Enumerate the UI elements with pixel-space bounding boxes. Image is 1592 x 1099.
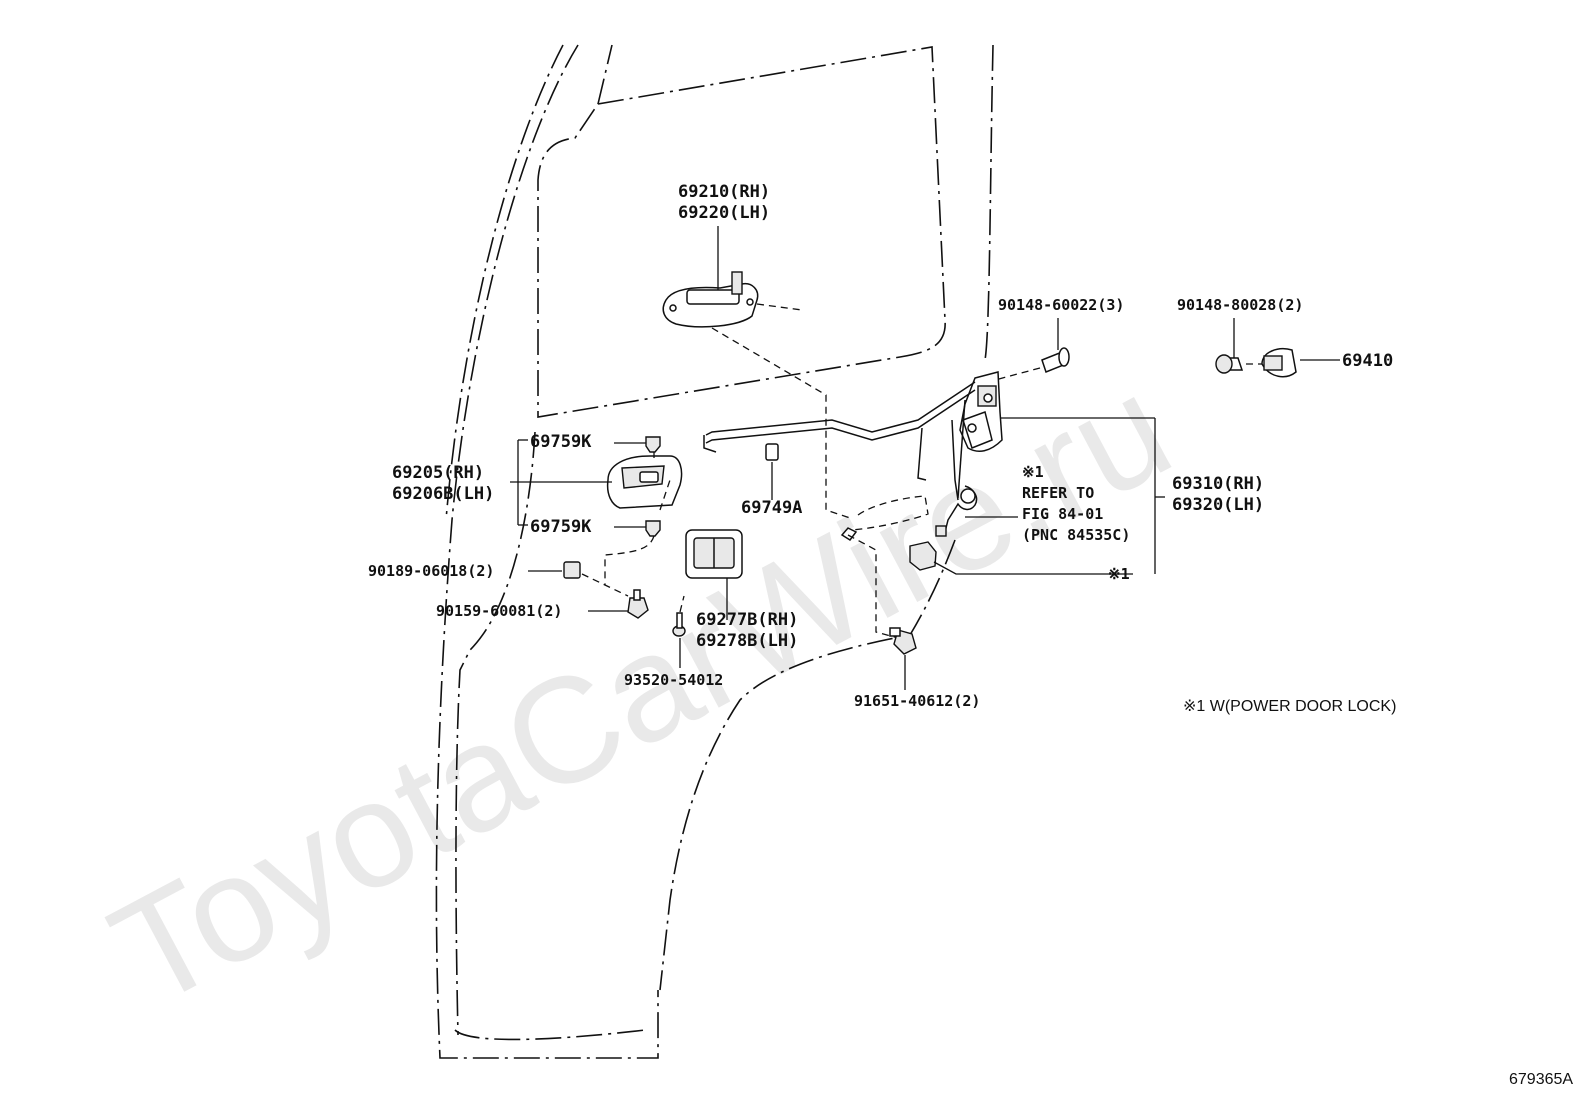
clip xyxy=(645,436,661,537)
outside-handle xyxy=(662,271,759,328)
label-69320: 69320(LH) xyxy=(1172,495,1264,515)
actuator xyxy=(840,527,858,542)
actuator xyxy=(909,541,937,571)
label-69206b: 69206B(LH) xyxy=(392,484,494,504)
refer-mark: ※1 xyxy=(1022,463,1044,481)
label-69205: 69205(RH) xyxy=(392,463,484,483)
striker xyxy=(1261,348,1297,378)
screw xyxy=(1215,354,1244,374)
refer-text-2: FIG 84-01 xyxy=(1022,505,1103,523)
switch xyxy=(935,485,978,537)
bolt xyxy=(627,589,649,619)
refer-text-1: REFER TO xyxy=(1022,484,1094,502)
label-69220: 69220(LH) xyxy=(678,203,770,223)
refer-text-3: (PNC 84535C) xyxy=(1022,526,1130,544)
watermark: ToyotaCarWire.ru xyxy=(86,342,1195,1038)
bolt xyxy=(889,627,917,655)
inside-handle xyxy=(606,455,683,509)
label-69310: 69310(RH) xyxy=(1172,474,1264,494)
label-69277b: 69277B(RH) xyxy=(696,610,798,630)
label-69749a: 69749A xyxy=(741,498,802,518)
footnote: ※1 W(POWER DOOR LOCK) xyxy=(1183,698,1396,715)
bezel xyxy=(685,529,743,579)
label-69210: 69210(RH) xyxy=(678,182,770,202)
label-69410: 69410 xyxy=(1342,351,1393,371)
clip xyxy=(765,443,779,461)
lock-rod xyxy=(703,381,976,501)
label-90159-60081: 90159-60081(2) xyxy=(436,602,562,620)
label-69759k-top: 69759K xyxy=(530,432,592,452)
screw xyxy=(672,612,686,637)
label-91651-40612: 91651-40612(2) xyxy=(854,692,980,710)
door-lock-assembly xyxy=(959,371,1003,453)
mark-note-1: ※1 xyxy=(1108,565,1130,583)
label-69278b: 69278B(LH) xyxy=(696,631,798,651)
label-90189-06018: 90189-06018(2) xyxy=(368,562,494,580)
label-93520-54012: 93520-54012 xyxy=(624,671,723,689)
clip xyxy=(563,561,581,579)
label-90148-80028: 90148-80028(2) xyxy=(1177,296,1303,314)
label-90148-60022: 90148-60022(3) xyxy=(998,296,1124,314)
label-69759k-bottom: 69759K xyxy=(530,517,592,537)
screw xyxy=(1041,347,1070,373)
door-outline xyxy=(435,44,994,1059)
figure-code: 679365A xyxy=(1509,1071,1573,1088)
